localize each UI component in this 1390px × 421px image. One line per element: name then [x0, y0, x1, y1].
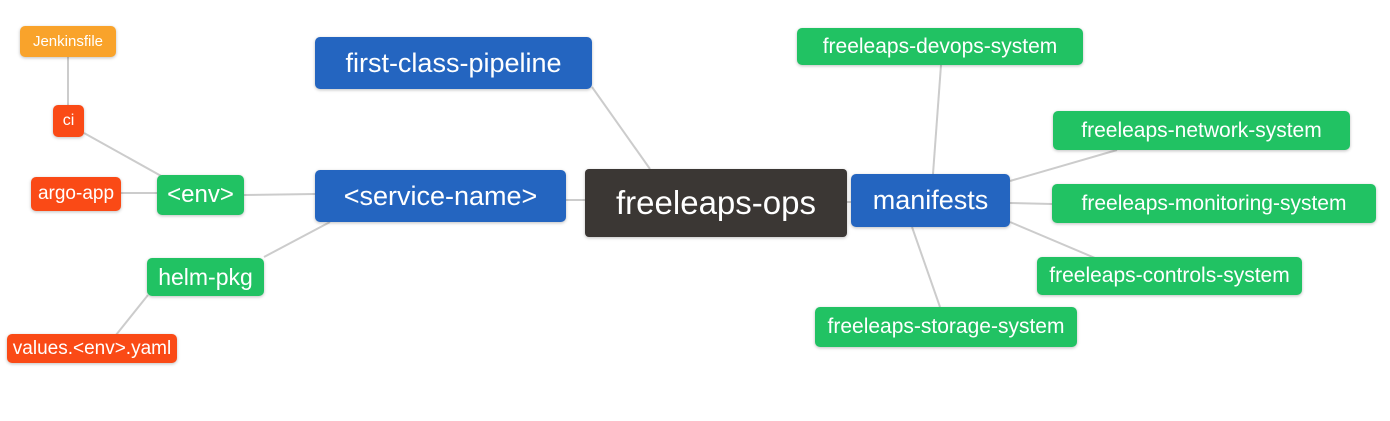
edge-ci-env: [83, 132, 164, 178]
node-ci[interactable]: ci: [53, 105, 84, 137]
node-helm-pkg[interactable]: helm-pkg: [147, 258, 264, 296]
edge-pipeline-freeleapsops: [591, 86, 651, 170]
edge-manifests-storage: [911, 226, 941, 308]
edge-values-helmpkg: [115, 294, 149, 336]
node-values-env-yaml[interactable]: values.<env>.yaml: [7, 334, 177, 363]
node-argo-app[interactable]: argo-app: [31, 177, 121, 211]
edge-manifests-controls: [1009, 221, 1096, 259]
node-freeleaps-ops[interactable]: freeleaps-ops: [585, 169, 847, 237]
node-env[interactable]: <env>: [157, 175, 244, 215]
node-first-class-pipeline[interactable]: first-class-pipeline: [315, 37, 592, 89]
edge-manifests-monitoring: [1009, 202, 1053, 205]
node-freeleaps-network-system[interactable]: freeleaps-network-system: [1053, 111, 1350, 150]
node-manifests[interactable]: manifests: [851, 174, 1010, 227]
node-service-name[interactable]: <service-name>: [315, 170, 566, 222]
node-jenkinsfile[interactable]: Jenkinsfile: [20, 26, 116, 57]
node-freeleaps-storage-system[interactable]: freeleaps-storage-system: [815, 307, 1077, 347]
node-freeleaps-monitoring-system[interactable]: freeleaps-monitoring-system: [1052, 184, 1376, 223]
edge-manifests-network: [1009, 149, 1118, 182]
node-freeleaps-controls-system[interactable]: freeleaps-controls-system: [1037, 257, 1302, 295]
node-freeleaps-devops-system[interactable]: freeleaps-devops-system: [797, 28, 1083, 65]
edge-helmpkg-servicename: [263, 221, 331, 258]
edge-env-servicename: [243, 193, 316, 196]
edge-manifests-devops: [932, 64, 942, 175]
